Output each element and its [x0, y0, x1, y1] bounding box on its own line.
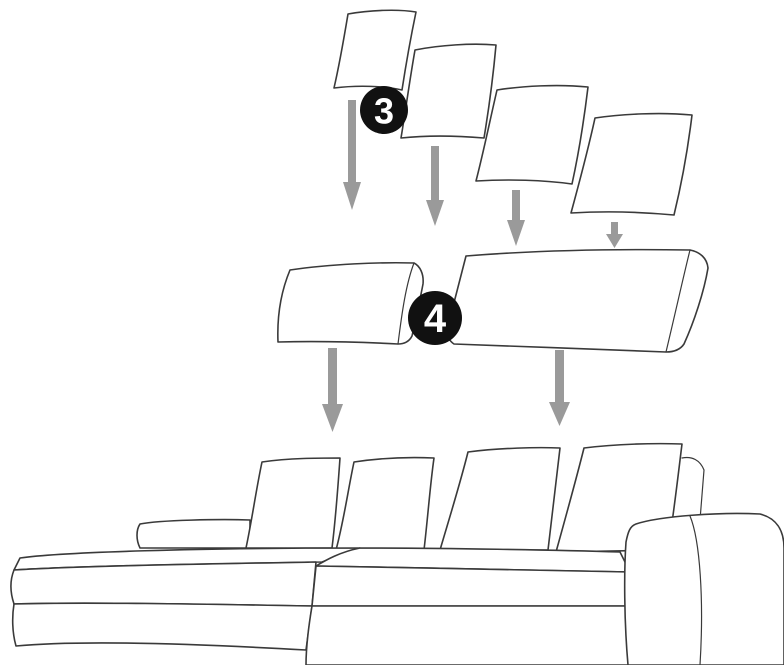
- arrow-group-bottom: [322, 348, 570, 432]
- sofa-back-frame: [682, 458, 704, 521]
- step-3-label: 3: [374, 91, 394, 132]
- large-cushion-group: [278, 250, 708, 352]
- main-base: [306, 606, 630, 665]
- down-arrow-icon: [343, 100, 361, 210]
- step-4-label: 4: [424, 297, 447, 341]
- down-arrow-icon: [549, 350, 570, 426]
- small-pillow-2: [401, 44, 496, 138]
- right-back-cushion: [447, 250, 708, 352]
- down-arrow-icon: [507, 190, 525, 246]
- down-arrow-icon: [606, 222, 623, 248]
- down-arrow-icon: [426, 146, 444, 226]
- sofa-back-cushion-3: [440, 448, 560, 550]
- step-4-badge: 4: [408, 291, 462, 345]
- sectional-sofa: [11, 444, 784, 665]
- chaise-seat-top: [11, 562, 316, 606]
- left-back-cushion: [278, 263, 423, 344]
- sofa-back-cushion-2: [336, 458, 434, 550]
- small-pillow-1: [334, 10, 416, 90]
- step-3-badge: 3: [360, 86, 408, 134]
- right-armrest: [625, 513, 784, 665]
- down-arrow-icon: [322, 348, 343, 432]
- main-seat-front: [312, 566, 630, 606]
- sofa-back-cushion-1: [246, 458, 340, 548]
- chaise-base: [13, 603, 312, 650]
- small-pillow-3: [476, 86, 588, 184]
- left-armrest: [137, 520, 250, 548]
- small-pillow-4: [571, 114, 692, 215]
